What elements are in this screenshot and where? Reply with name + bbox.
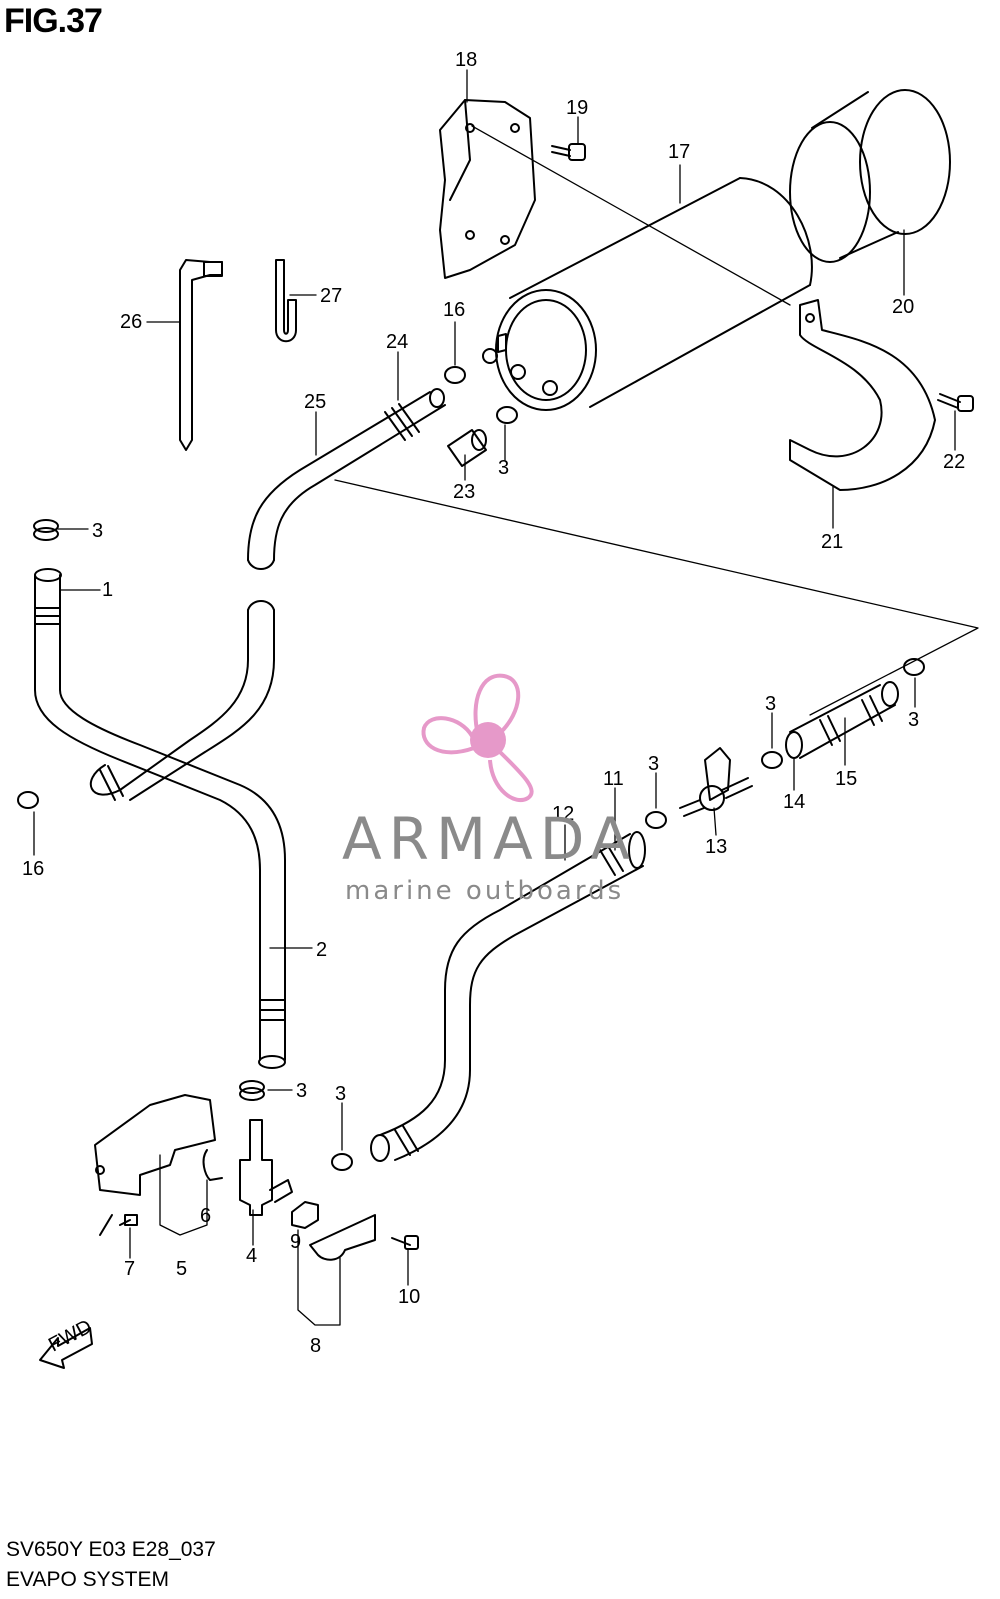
callout-3: 3 bbox=[335, 1083, 346, 1105]
clamp-8 bbox=[291, 1201, 419, 1261]
callout-12: 12 bbox=[552, 803, 574, 825]
callout-3: 3 bbox=[648, 753, 659, 775]
leader-lines bbox=[33, 69, 979, 1326]
callout-13: 13 bbox=[705, 836, 727, 858]
callout-27: 27 bbox=[320, 285, 342, 307]
callout-22: 22 bbox=[943, 451, 965, 473]
callout-25: 25 bbox=[304, 391, 326, 413]
canister bbox=[482, 177, 813, 411]
armada-logo-icon bbox=[421, 673, 534, 802]
hose-11-12 bbox=[370, 831, 646, 1162]
callout-5: 5 bbox=[176, 1258, 187, 1280]
hose-2 bbox=[34, 568, 286, 1069]
callout-18: 18 bbox=[455, 49, 477, 71]
diagram-code: SV650Y E03 E28_037 bbox=[6, 1538, 216, 1561]
callout-16: 16 bbox=[443, 299, 465, 321]
callout-11: 11 bbox=[603, 768, 624, 790]
hose-14-15 bbox=[785, 681, 899, 759]
callout-26: 26 bbox=[120, 311, 142, 333]
callout-3: 3 bbox=[908, 709, 919, 731]
forward-arrow-icon bbox=[39, 1327, 93, 1369]
canister-bracket-lower bbox=[789, 299, 936, 491]
callout-23: 23 bbox=[453, 481, 475, 503]
callout-15: 15 bbox=[835, 768, 857, 790]
tube-23 bbox=[447, 429, 487, 467]
hose-24-25 bbox=[247, 388, 446, 570]
valve-13 bbox=[679, 747, 753, 817]
bracket-26 bbox=[179, 259, 223, 451]
clip-27 bbox=[275, 259, 297, 343]
callout-17: 17 bbox=[668, 141, 690, 163]
callout-10: 10 bbox=[398, 1286, 420, 1308]
watermark-brand: ARMADA bbox=[342, 805, 638, 873]
callout-3: 3 bbox=[765, 693, 776, 715]
callout-24: 24 bbox=[386, 331, 408, 353]
callout-2: 2 bbox=[316, 939, 327, 961]
callout-14: 14 bbox=[783, 791, 805, 813]
callout-21: 21 bbox=[821, 531, 843, 553]
callout-16: 16 bbox=[22, 858, 44, 880]
callout-20: 20 bbox=[892, 296, 914, 318]
callout-7: 7 bbox=[124, 1258, 135, 1280]
diagram-name: EVAPO SYSTEM bbox=[6, 1568, 169, 1591]
callout-3: 3 bbox=[92, 520, 103, 542]
fitting-4 bbox=[239, 1119, 293, 1216]
bracket-5 bbox=[94, 1094, 223, 1236]
callout-labels: 1 2 3 3 3 3 3 3 3 4 5 6 7 8 9 10 11 12 1… bbox=[22, 49, 965, 1357]
callout-1: 1 bbox=[102, 579, 113, 601]
callout-4: 4 bbox=[246, 1245, 257, 1267]
bolt-19 bbox=[551, 143, 586, 161]
callout-19: 19 bbox=[566, 97, 588, 119]
watermark-tagline: marine outboards bbox=[345, 876, 625, 906]
bolt-22 bbox=[937, 393, 974, 412]
canister-bracket-upper bbox=[439, 99, 536, 279]
hose-clamps bbox=[17, 366, 925, 1171]
figure-title: FIG.37 bbox=[4, 2, 103, 40]
callout-6: 6 bbox=[200, 1205, 211, 1227]
callout-8: 8 bbox=[310, 1335, 321, 1357]
callout-3: 3 bbox=[296, 1080, 307, 1102]
callout-3: 3 bbox=[498, 457, 509, 479]
canister-band bbox=[789, 89, 951, 263]
callout-9: 9 bbox=[290, 1231, 301, 1253]
